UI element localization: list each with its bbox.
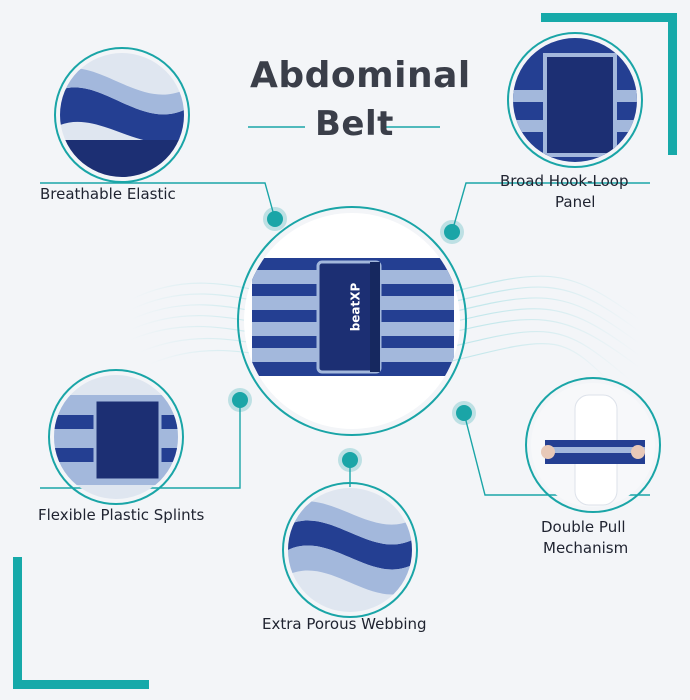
detail-hook-loop	[513, 38, 637, 162]
brand-logo: beatXP	[348, 282, 363, 332]
label-breathable-elastic: Breathable Elastic	[40, 185, 176, 203]
corner-bracket-bottom-left-h	[13, 680, 149, 689]
connector-dot-hook-loop	[444, 224, 460, 240]
corner-bracket-bottom-left-v	[13, 557, 22, 689]
label-flexible-splints: Flexible Plastic Splints	[38, 506, 205, 524]
label-hook-loop-line2: Panel	[555, 193, 596, 211]
corner-bracket-top-right-h	[541, 13, 677, 22]
connector-dot-double-pull	[456, 405, 472, 421]
detail-breathable	[60, 53, 184, 177]
page-title-line1: Abdominal	[250, 55, 471, 96]
label-double-pull-line2: Mechanism	[543, 539, 629, 557]
label-double-pull-line1: Double Pull	[541, 518, 626, 536]
detail-double-pull	[531, 383, 655, 507]
connector-dot-breathable	[267, 211, 283, 227]
page-title-line2: Belt	[315, 104, 394, 144]
corner-bracket-top-right-v	[668, 13, 677, 155]
detail-splints	[54, 375, 178, 499]
connector-dot-splints	[232, 392, 248, 408]
label-hook-loop-line1: Broad Hook-Loop	[500, 172, 629, 190]
connector-dot-webbing	[342, 452, 358, 468]
detail-webbing	[288, 488, 412, 612]
center-belt	[244, 213, 460, 429]
label-porous-webbing: Extra Porous Webbing	[262, 615, 427, 633]
